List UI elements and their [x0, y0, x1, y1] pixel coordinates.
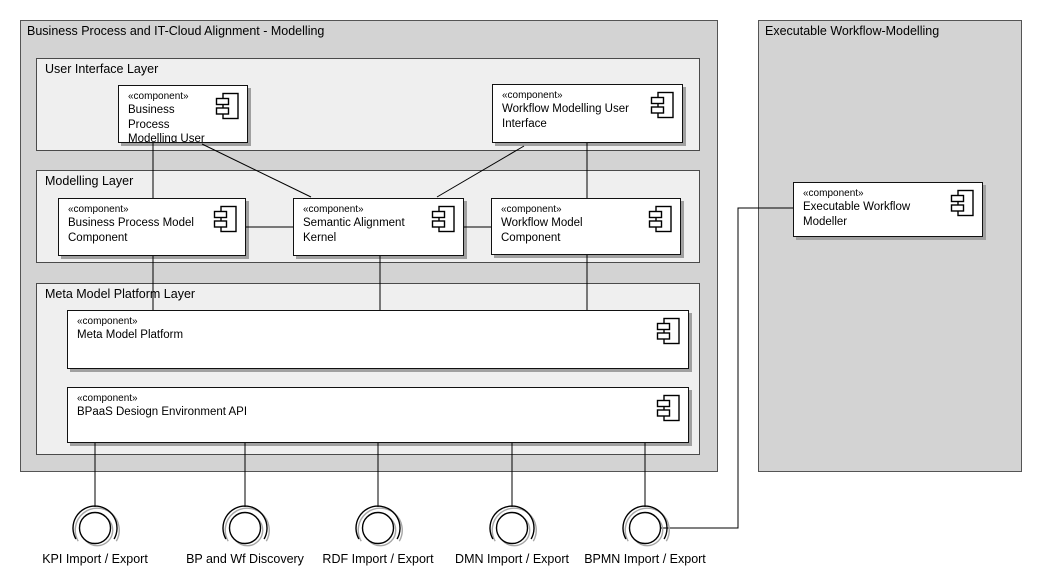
component-semantic-alignment-kernel[interactable]: «component» Semantic Alignment Kernel — [293, 198, 464, 256]
component-executable-workflow-modeller[interactable]: «component» Executable Workflow Modeller — [793, 182, 983, 237]
required-socket-icon — [622, 505, 668, 540]
required-socket-icon — [355, 505, 401, 540]
interface-label-rdf: RDF Import / Export — [322, 552, 434, 566]
interface-label-bp-wf-discovery: BP and Wf Discovery — [186, 552, 304, 566]
component-name: Executable Workflow Modeller — [803, 201, 911, 228]
component-icon — [656, 394, 681, 423]
component-stereotype: «component» — [77, 393, 138, 404]
component-icon — [656, 317, 681, 346]
component-name: Semantic Alignment Kernel — [303, 217, 405, 244]
interface-label-dmn: DMN Import / Export — [455, 552, 569, 566]
component-icon — [431, 205, 456, 234]
provided-ball-icon — [495, 511, 529, 545]
interface-lollipop-bp-wf-discovery[interactable] — [222, 505, 270, 547]
component-name: Workflow Model Component — [501, 217, 583, 244]
component-name: Meta Model Platform — [77, 329, 184, 341]
interface-lollipop-bpmn[interactable] — [622, 505, 670, 547]
container-title: Executable Workflow-Modelling — [765, 24, 940, 38]
component-name: Workflow Modelling User Interface — [502, 103, 629, 130]
required-socket-icon — [72, 505, 118, 540]
provided-ball-icon — [78, 511, 112, 545]
component-workflow-model[interactable]: «component» Workflow Model Component — [491, 198, 681, 255]
component-icon — [650, 91, 675, 120]
interface-lollipop-rdf[interactable] — [355, 505, 403, 547]
provided-ball-icon — [628, 511, 662, 545]
component-icon — [215, 92, 240, 121]
component-stereotype: «component» — [128, 91, 189, 102]
interface-label-bpmn: BPMN Import / Export — [584, 552, 706, 566]
provided-ball-icon — [361, 511, 395, 545]
interface-label-kpi: KPI Import / Export — [42, 552, 148, 566]
component-stereotype: «component» — [77, 316, 138, 327]
component-name: Business Process Model Component — [68, 217, 194, 244]
component-stereotype: «component» — [303, 204, 364, 215]
required-socket-icon — [489, 505, 535, 540]
component-bpaas-design-environment-api[interactable]: «component» BPaaS Desiogn Environment AP… — [67, 387, 689, 443]
component-icon — [213, 205, 238, 234]
container-executable-workflow-modelling[interactable] — [758, 20, 1022, 472]
layer-title: User Interface Layer — [45, 62, 159, 76]
required-socket-icon — [222, 505, 268, 540]
component-stereotype: «component» — [502, 90, 563, 101]
component-name: BPaaS Desiogn Environment API — [77, 406, 248, 418]
component-workflow-modelling-user-interface[interactable]: «component» Workflow Modelling User Inte… — [492, 84, 683, 143]
component-stereotype: «component» — [803, 188, 864, 199]
component-icon — [648, 205, 673, 234]
layer-title: Modelling Layer — [45, 174, 134, 188]
provided-ball-icon — [228, 511, 262, 545]
interface-lollipop-dmn[interactable] — [489, 505, 537, 547]
interface-lollipop-kpi[interactable] — [72, 505, 120, 547]
layer-title: Meta Model Platform Layer — [45, 287, 196, 301]
component-meta-model-platform[interactable]: «component» Meta Model Platform — [67, 310, 689, 369]
component-business-process-model[interactable]: «component» Business Process Model Compo… — [58, 198, 246, 256]
component-business-process-modelling-user-interface[interactable]: «component» Business Process Modelling U… — [118, 85, 248, 143]
component-stereotype: «component» — [501, 204, 562, 215]
container-title: Business Process and IT-Cloud Alignment … — [27, 24, 325, 38]
component-icon — [950, 189, 975, 218]
component-stereotype: «component» — [68, 204, 129, 215]
component-name: Business Process Modelling User Interfac… — [128, 104, 205, 143]
